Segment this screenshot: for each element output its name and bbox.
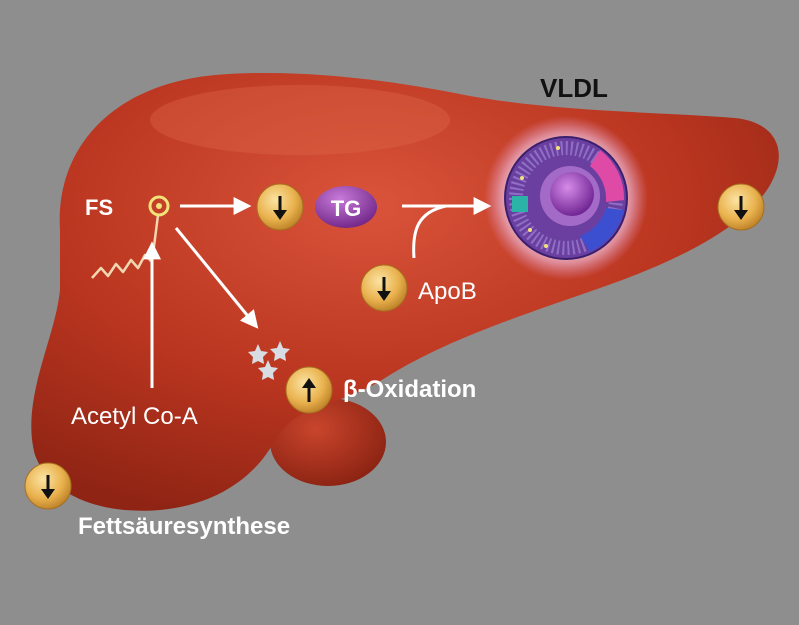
- star-icon: [270, 341, 290, 361]
- badge-far-right: [717, 183, 765, 231]
- tg-label: TG: [331, 196, 362, 221]
- down-arrow-icon: [41, 489, 55, 499]
- down-arrow-icon: [273, 210, 287, 220]
- acetyl-label: Acetyl Co-A: [71, 403, 198, 430]
- badge-fs-to-tg: [256, 183, 304, 231]
- badge-beta-oxidation: [285, 366, 333, 414]
- up-arrow-icon: [302, 378, 316, 388]
- badge-apob: [360, 264, 408, 312]
- fs-label: FS: [85, 195, 113, 220]
- star-icon: [248, 344, 268, 364]
- gallbladder: [270, 398, 386, 486]
- fettsaeuresynthese-label: Fettsäuresynthese: [78, 513, 290, 540]
- down-arrow-icon: [377, 291, 391, 301]
- down-arrow-icon: [734, 210, 748, 220]
- vldl-particle-icon: [484, 116, 648, 280]
- arrow-fs-to-oxidation: [174, 227, 259, 329]
- beta-oxidation-label: β-Oxidation: [343, 376, 476, 403]
- oxidation-stars: [248, 341, 290, 380]
- tg-pill: [315, 186, 377, 228]
- apob-label: ApoB: [418, 278, 477, 305]
- arrow-apob-curve: [412, 204, 447, 259]
- liver-highlight: [150, 85, 450, 155]
- fs-molecule-dot: [156, 203, 162, 209]
- star-icon: [258, 360, 278, 380]
- vldl-label: VLDL: [540, 73, 608, 103]
- badge-fettsaeuresynthese: [24, 462, 72, 510]
- fs-molecule-icon: [148, 195, 170, 217]
